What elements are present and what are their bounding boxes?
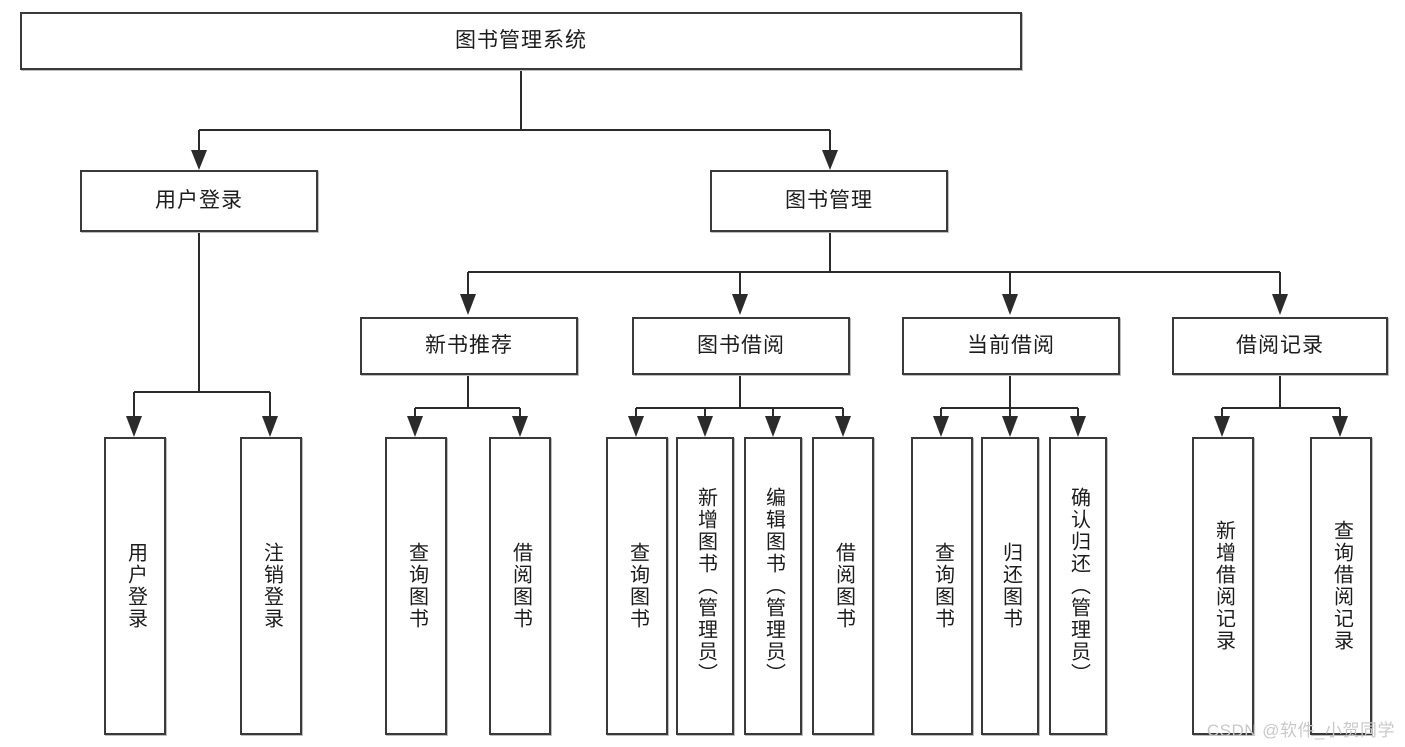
node-label: 借阅记录 [1236,334,1324,358]
node-book-management[interactable]: 图书管理 [710,170,948,232]
node-label: 查询图书 [405,542,428,630]
arrow-root-to-bookmgmt [822,150,838,170]
node-label: 新增图书（管理员） [694,487,717,685]
node-label: 确认归还（管理员） [1067,487,1090,685]
node-label: 图书管理系统 [455,29,587,53]
node-label: 查询图书 [626,542,649,630]
node-label: 图书借阅 [697,334,785,358]
arrow-bookmgmt-c2 [732,294,748,315]
node-label: 新增借阅记录 [1212,520,1235,652]
csdn-watermark: CSDN @软件_小贺同学 [1206,721,1395,740]
leaf-new-book-borrow-book[interactable]: 借阅图书 [489,437,551,735]
arrow-current-c3 [1070,416,1086,437]
arrow-root-to-userlogin [191,150,207,170]
node-label: 用户登录 [124,542,147,630]
node-current-borrowing[interactable]: 当前借阅 [902,317,1120,375]
leaf-current-borrow-return-book[interactable]: 归还图书 [981,437,1039,735]
node-label: 新书推荐 [425,334,513,358]
arrow-borrow-c1 [628,416,644,437]
node-label: 归还图书 [999,542,1022,630]
node-label: 注销登录 [260,542,283,630]
arrow-borrow-c3 [765,416,781,437]
leaf-borrow-record-query-record[interactable]: 查询借阅记录 [1310,437,1372,735]
leaf-new-book-query-book[interactable]: 查询图书 [385,437,447,735]
node-label: 借阅图书 [509,542,532,630]
leaf-book-borrow-borrow-book[interactable]: 借阅图书 [812,437,874,735]
arrow-newbook-c1 [407,416,423,437]
node-label: 编辑图书（管理员） [762,487,785,685]
arrow-borrow-c2 [697,416,713,437]
leaf-user-login-login[interactable]: 用户登录 [104,437,166,735]
leaf-current-borrow-query-book[interactable]: 查询图书 [911,437,973,735]
node-label: 图书管理 [785,189,873,213]
leaf-borrow-record-add-record[interactable]: 新增借阅记录 [1192,437,1254,735]
arrow-userlogin-c1 [126,416,142,437]
node-label: 查询借阅记录 [1330,520,1353,652]
arrow-bookmgmt-c3 [1002,294,1018,315]
node-label: 用户登录 [155,189,243,213]
arrow-current-c2 [1002,416,1018,437]
arrow-userlogin-c2 [262,416,278,437]
arrow-newbook-c2 [512,416,528,437]
node-borrowing-record[interactable]: 借阅记录 [1172,317,1388,375]
arrow-current-c1 [933,416,949,437]
node-root-book-management-system[interactable]: 图书管理系统 [20,12,1022,70]
node-label: 查询图书 [931,542,954,630]
node-book-borrowing[interactable]: 图书借阅 [632,317,850,375]
arrow-record-c1 [1214,416,1230,437]
arrow-bookmgmt-c1 [460,294,476,315]
leaf-user-login-logout[interactable]: 注销登录 [240,437,302,735]
leaf-book-borrow-edit-book-admin[interactable]: 编辑图书（管理员） [744,437,802,735]
arrow-record-c2 [1332,416,1348,437]
node-new-book-recommendation[interactable]: 新书推荐 [360,317,578,375]
arrow-borrow-c4 [835,416,851,437]
leaf-book-borrow-query-book[interactable]: 查询图书 [606,437,668,735]
leaf-book-borrow-add-book-admin[interactable]: 新增图书（管理员） [676,437,734,735]
node-user-login[interactable]: 用户登录 [80,170,318,232]
node-label: 借阅图书 [832,542,855,630]
node-label: 当前借阅 [967,334,1055,358]
arrow-bookmgmt-c4 [1272,294,1288,315]
leaf-current-borrow-confirm-return-admin[interactable]: 确认归还（管理员） [1049,437,1107,735]
